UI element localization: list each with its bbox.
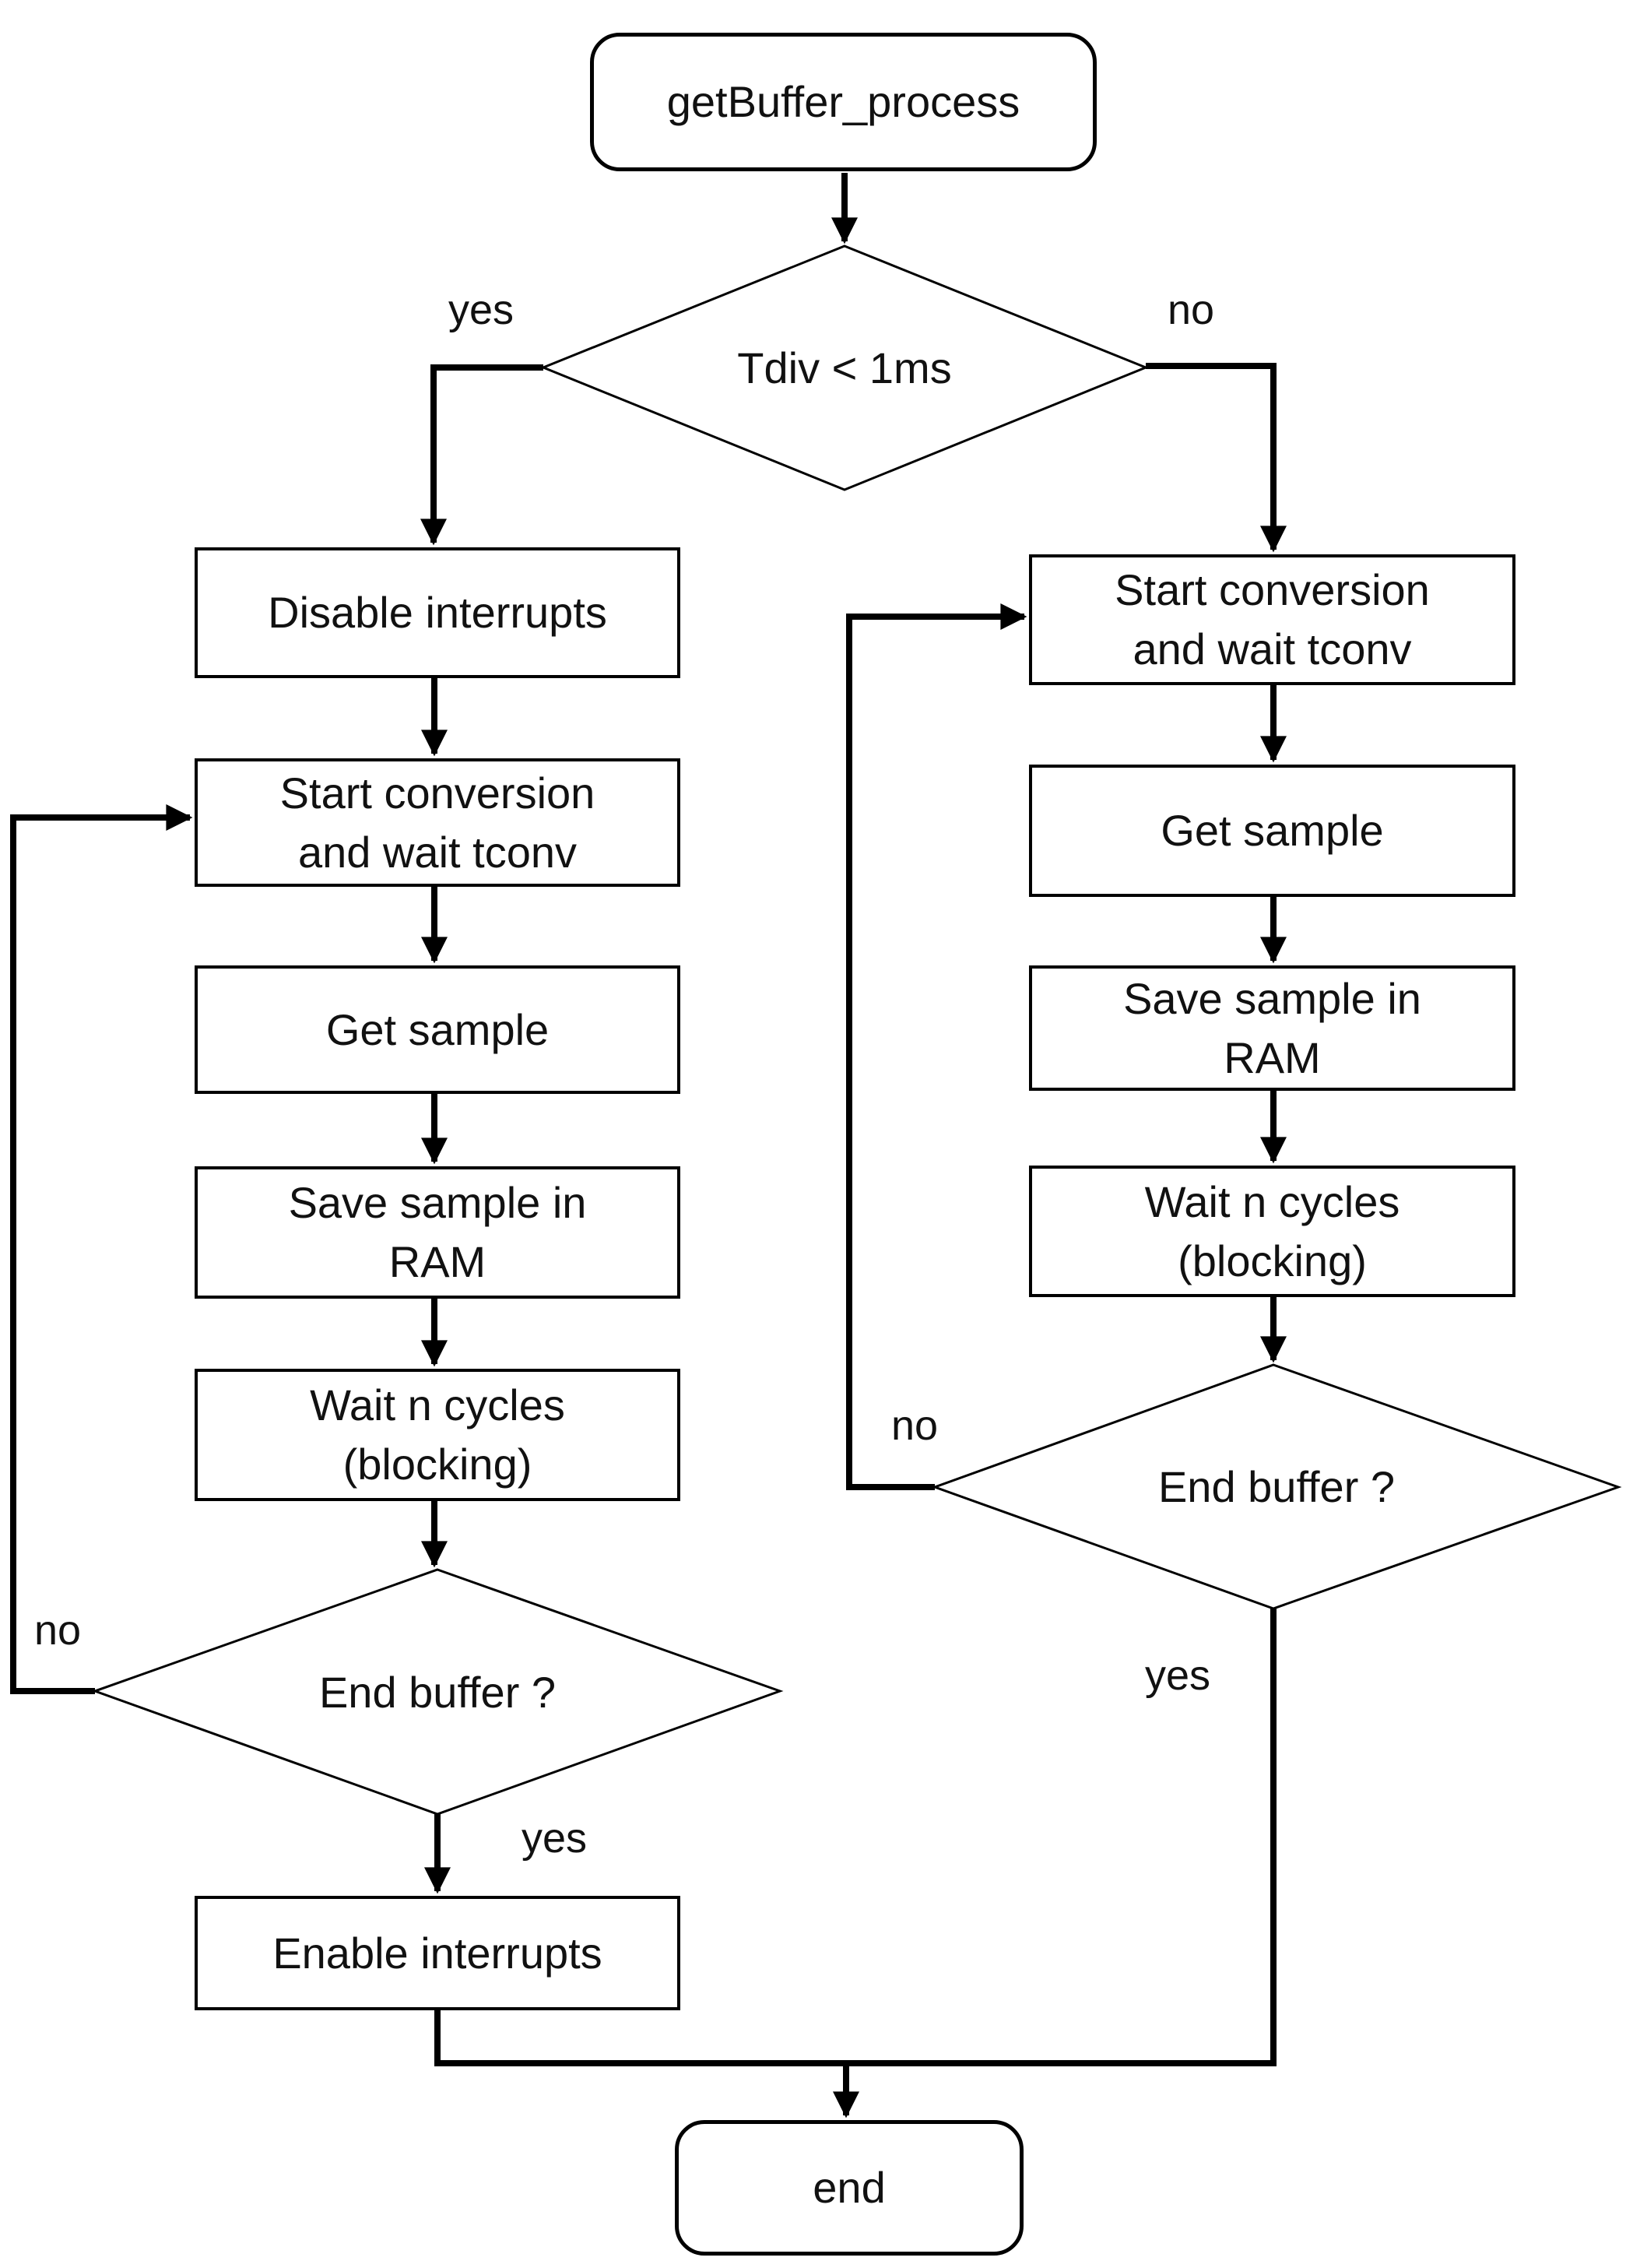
process-right-start-conversion: Start conversion and wait tconv [1029,554,1515,685]
edge-label-tdiv-no: no [1167,287,1215,333]
edge-label-tdiv-yes: yes [448,287,514,333]
edge-right-loop-no [846,603,1027,1490]
process-enable-interrupts: Enable interrupts [195,1896,680,2010]
edge-tdiv-yes-to-disable [420,364,543,546]
decision-right-endbuffer-label: End buffer ? [1157,1462,1396,1511]
edge-label-left-loop-no: no [33,1607,82,1654]
edge-label-left-exit-yes: yes [521,1815,588,1862]
decision-tdiv-label: Tdiv < 1ms [737,343,952,392]
edge-label-right-exit-yes: yes [1144,1652,1211,1699]
process-right-wait-cycles: Wait n cycles (blocking) [1029,1166,1515,1297]
process-disable-interrupts: Disable interrupts [195,547,680,678]
edge-right-endbuffer-yes-to-join [846,1609,1277,2066]
decision-right-endbuffer-shape [931,1363,1622,1610]
process-left-get-sample: Get sample [195,965,680,1094]
process-left-save-sample: Save sample in RAM [195,1166,680,1299]
process-left-wait-cycles: Wait n cycles (blocking) [195,1369,680,1501]
start-node: getBuffer_process [590,33,1097,171]
end-node: end [675,2120,1024,2256]
edge-label-right-loop-no: no [890,1402,939,1449]
edge-tdiv-no-to-right-startconv [1146,363,1287,553]
process-right-save-sample: Save sample in RAM [1029,965,1515,1091]
process-left-start-conversion: Start conversion and wait tconv [195,758,680,887]
edge-enable-to-join [434,2010,846,2066]
process-right-get-sample: Get sample [1029,765,1515,897]
decision-tdiv-shape [539,244,1150,491]
edge-left-loop-no [10,804,193,1694]
decision-left-endbuffer-label: End buffer ? [318,1667,557,1717]
decision-left-endbuffer-shape [91,1568,784,1816]
